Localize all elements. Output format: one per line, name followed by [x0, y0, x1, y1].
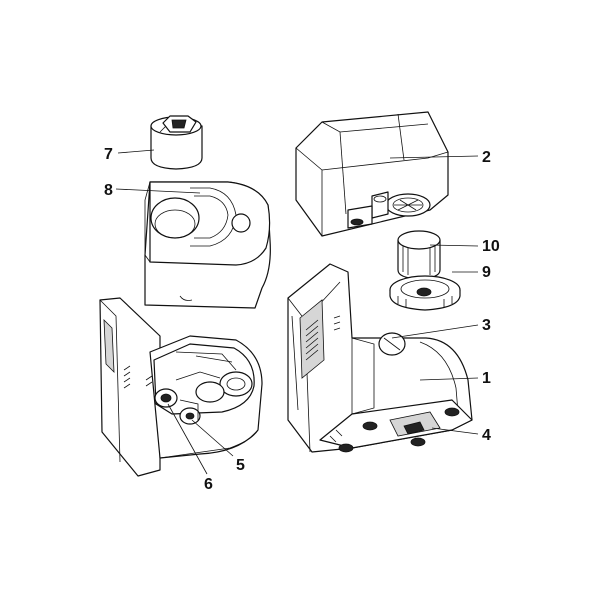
- callout-4: 4: [482, 427, 491, 444]
- callout-9: 9: [482, 264, 491, 281]
- callout-7: 7: [104, 146, 113, 163]
- part-7-cap: [150, 115, 203, 170]
- callout-10: 10: [482, 238, 500, 255]
- callout-labels: 7 8 2 10 9 3 1 4 5 6: [104, 146, 500, 493]
- part-1-base-body: [287, 263, 473, 453]
- part-2-water-tank: [295, 111, 449, 237]
- part-9-filter-base: [389, 275, 461, 311]
- part-8-top-housing: [144, 181, 271, 309]
- callout-3: 3: [482, 317, 491, 334]
- part-10-filter: [397, 230, 441, 280]
- base-open-top: [99, 297, 263, 477]
- callout-1: 1: [482, 370, 491, 387]
- callout-8: 8: [104, 182, 113, 199]
- leader-lines: [115, 149, 479, 475]
- callout-6: 6: [204, 476, 213, 493]
- callout-5: 5: [236, 457, 245, 474]
- callout-2: 2: [482, 149, 491, 166]
